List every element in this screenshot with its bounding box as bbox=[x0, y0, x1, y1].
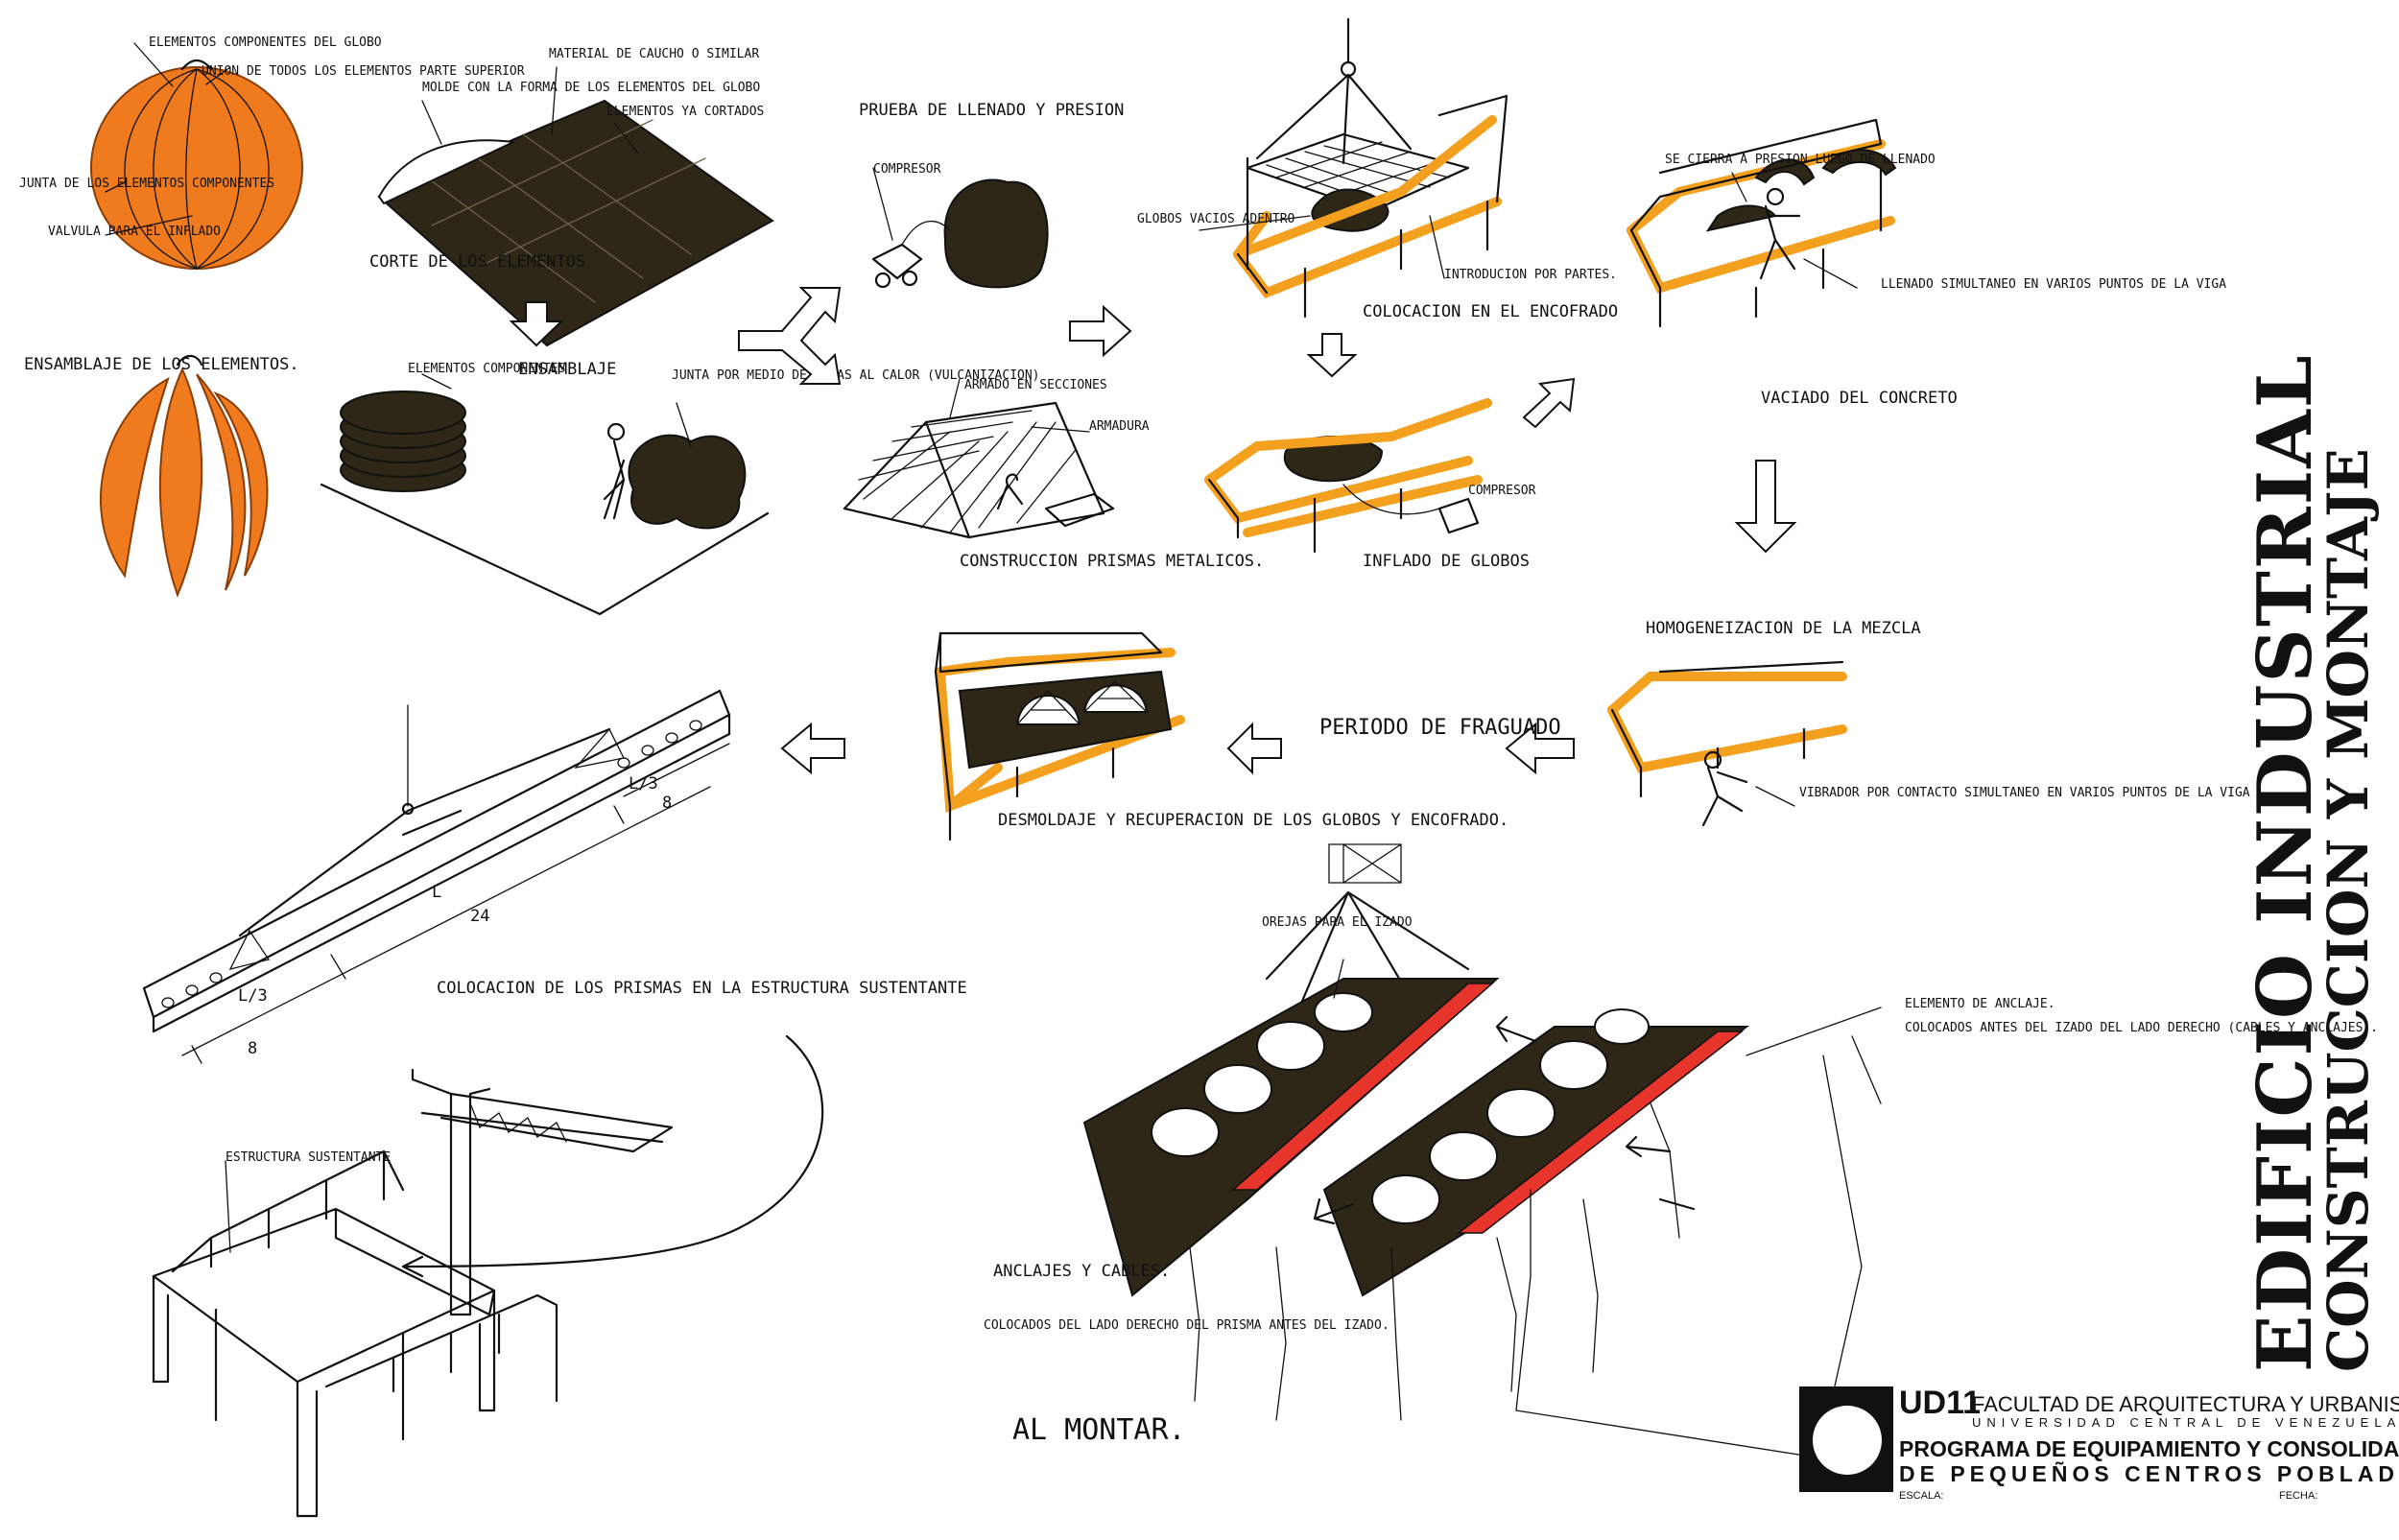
mixing-caption: HOMOGENEIZACION DE LA MEZCLA bbox=[1646, 619, 1921, 638]
title-block: UD11 FACULTAD DE ARQUITECTURA Y URBANISM… bbox=[1799, 1385, 2399, 1526]
prisms-sections-label: ARMADO EN SECCIONES bbox=[964, 378, 1107, 392]
lifting-cables-label: ANCLAJES Y CABLES. bbox=[993, 1262, 1170, 1281]
assembly-components-label: ELEMENTOS COMPONENTES bbox=[408, 362, 565, 376]
placement-sketch: COLOCACION DE LOS PRISMAS EN LA ESTRUCTU… bbox=[152, 979, 967, 1518]
mixing-vibrator-label: VIBRADOR POR CONTACTO SIMULTANEO EN VARI… bbox=[1799, 786, 2250, 800]
beam-dim-8-left: 8 bbox=[248, 1039, 257, 1058]
cutting-mold-label: MOLDE CON LA FORMA DE LOS ELEMENTOS DEL … bbox=[422, 81, 760, 95]
pouring-simultaneous-label: LLENADO SIMULTANEO EN VARIOS PUNTOS DE L… bbox=[1881, 277, 2226, 292]
prisms-frame-label: ARMADURA bbox=[1089, 419, 1150, 434]
program-line1: PROGRAMA DE EQUIPAMIENTO Y CONSOLIDACION bbox=[1899, 1436, 2399, 1461]
formwork-parts-label: INTRODUCION POR PARTES. bbox=[1444, 268, 1617, 282]
lifting-sketch: OREJAS PARA EL IZADO ELEMENTO DE ANCLAJE… bbox=[984, 843, 2378, 1459]
inflation-sketch: COMPRESOR INFLADO DE GLOBOS bbox=[1204, 398, 1536, 571]
assembly-sketch: ELEMENTOS COMPONENTES ENSAMBLAJE JUNTA P… bbox=[320, 360, 1040, 616]
cutting-caption: CORTE DE LOS ELEMENTOS bbox=[369, 252, 585, 272]
setting-caption: PERIODO DE FRAGUADO bbox=[1319, 716, 1561, 740]
cutting-material-label: MATERIAL DE CAUCHO O SIMILAR bbox=[549, 47, 759, 61]
assembly-caption: ENSAMBLAJE bbox=[518, 360, 616, 379]
pouring-close-label: SE CIERRA A PRESION LUEGO DE LLENADO bbox=[1665, 153, 1936, 167]
globe-exploded-sketch: ENSAMBLAJE DE LOS ELEMENTOS. bbox=[24, 354, 299, 598]
inflation-caption: INFLADO DE GLOBOS bbox=[1363, 552, 1530, 571]
beam-dim-24: 24 bbox=[470, 907, 489, 926]
arrow-down-icon bbox=[1734, 460, 1797, 554]
beam-dim-L3-left: L/3 bbox=[238, 986, 268, 1006]
lifting-anchor-label: ELEMENTO DE ANCLAJE. bbox=[1905, 997, 2055, 1011]
demolding-caption: DESMOLDAJE Y RECUPERACION DE LOS GLOBOS … bbox=[998, 811, 1508, 830]
globe-joint-label: JUNTA DE LOS ELEMENTOS COMPONENTES bbox=[19, 177, 274, 191]
scale-label: ESCALA: bbox=[1899, 1490, 1944, 1502]
cutting-cut-label: ELEMENTOS YA CORTADOS bbox=[606, 105, 764, 119]
demolding-sketch: DESMOLDAJE Y RECUPERACION DE LOS GLOBOS … bbox=[934, 631, 1508, 841]
faculty-name: FACULTAD DE ARQUITECTURA Y URBANISMO bbox=[1972, 1392, 2399, 1416]
sheet-title: EDIFICIO INDUSTRIAL CONSTRUCCION Y MONTA… bbox=[2242, 353, 2381, 1372]
split-arrow-icon bbox=[738, 287, 842, 385]
pouring-caption: VACIADO DEL CONCRETO bbox=[1761, 389, 1958, 408]
program-line2: DE PEQUEÑOS CENTROS POBLADOS bbox=[1899, 1461, 2399, 1486]
pressure-test-sketch: PRUEBA DE LLENADO Y PRESION COMPRESOR bbox=[859, 101, 1124, 289]
placement-caption: COLOCACION DE LOS PRISMAS EN LA ESTRUCTU… bbox=[437, 979, 967, 998]
arrow-down-icon bbox=[509, 301, 564, 347]
arrow-left-icon bbox=[1505, 722, 1575, 775]
university-name: UNIVERSIDAD CENTRAL DE VENEZUELA bbox=[1972, 1415, 2399, 1430]
lifting-cables-note: COLOCADOS DEL LADO DERECHO DEL PRISMA AN… bbox=[984, 1318, 1390, 1333]
inflation-compressor-label: COMPRESOR bbox=[1468, 484, 1536, 498]
concrete-pouring-sketch: SE CIERRA A PRESION LUEGO DE LLENADO LLE… bbox=[1627, 118, 2226, 408]
beam-dim-L: L bbox=[432, 883, 441, 902]
lifting-anchor-note: COLOCADOS ANTES DEL IZADO DEL LADO DEREC… bbox=[1905, 1021, 2378, 1035]
formwork-caption: COLOCACION EN EL ENCOFRADO bbox=[1363, 302, 1618, 321]
placement-structure-label: ESTRUCTURA SUSTENTANTE bbox=[226, 1150, 391, 1165]
arrow-up-right-icon bbox=[1522, 377, 1576, 429]
cutting-sketch: MOLDE CON LA FORMA DE LOS ELEMENTOS DEL … bbox=[369, 47, 774, 347]
globe-sketch: ELEMENTOS COMPONENTES DEL GLOBO UNION DE… bbox=[19, 36, 525, 270]
lifting-points-label: OREJAS PARA EL IZADO bbox=[1262, 915, 1413, 930]
ud-code: UD11 bbox=[1899, 1385, 1982, 1421]
arrow-left-icon bbox=[780, 722, 845, 775]
prisms-caption: CONSTRUCCION PRISMAS METALICOS. bbox=[960, 552, 1264, 571]
globe-components-label: ELEMENTOS COMPONENTES DEL GLOBO bbox=[149, 36, 382, 50]
arrow-right-icon bbox=[1069, 304, 1132, 358]
date-label: FECHA: bbox=[2279, 1490, 2318, 1502]
lifting-caption: AL MONTAR. bbox=[1012, 1413, 1186, 1447]
globe-valve-label: VALVULA PARA EL INFLADO bbox=[48, 225, 221, 239]
sheet-title-line1: EDIFICIO INDUSTRIAL bbox=[2242, 353, 2329, 1372]
formwork-empty-globes-label: GLOBOS VACIOS ADENTRO bbox=[1137, 212, 1295, 226]
metal-prisms-sketch: ARMADO EN SECCIONES ARMADURA CONSTRUCCIO… bbox=[843, 378, 1264, 571]
arrow-left-icon bbox=[1226, 722, 1282, 775]
globe-assembly-label: ENSAMBLAJE DE LOS ELEMENTOS. bbox=[24, 355, 299, 374]
formwork-placement-sketch: GLOBOS VACIOS ADENTRO INTRODUCION POR PA… bbox=[1137, 17, 1618, 321]
pressure-compressor-label: COMPRESOR bbox=[873, 162, 941, 177]
assembly-joint-label: JUNTA POR MEDIO DE GOMAS AL CALOR (VULCA… bbox=[672, 368, 1040, 383]
mixing-sketch: HOMOGENEIZACION DE LA MEZCLA VIBRADOR PO… bbox=[1607, 619, 2250, 827]
ud-logo-icon bbox=[1799, 1386, 1893, 1492]
globe-union-label: UNION DE TODOS LOS ELEMENTOS PARTE SUPER… bbox=[202, 64, 525, 79]
beam-dim-8-right: 8 bbox=[662, 794, 672, 813]
setting-label-group: PERIODO DE FRAGUADO bbox=[1319, 716, 1561, 740]
beam-diagram-sketch: L/3 8 L 24 L/3 8 bbox=[142, 689, 731, 1064]
sheet-title-line2: CONSTRUCCION Y MONTAJE bbox=[2316, 448, 2381, 1372]
pressure-caption: PRUEBA DE LLENADO Y PRESION bbox=[859, 101, 1124, 120]
beam-dim-L3-right: L/3 bbox=[629, 774, 658, 794]
arrow-down-icon bbox=[1306, 333, 1358, 378]
